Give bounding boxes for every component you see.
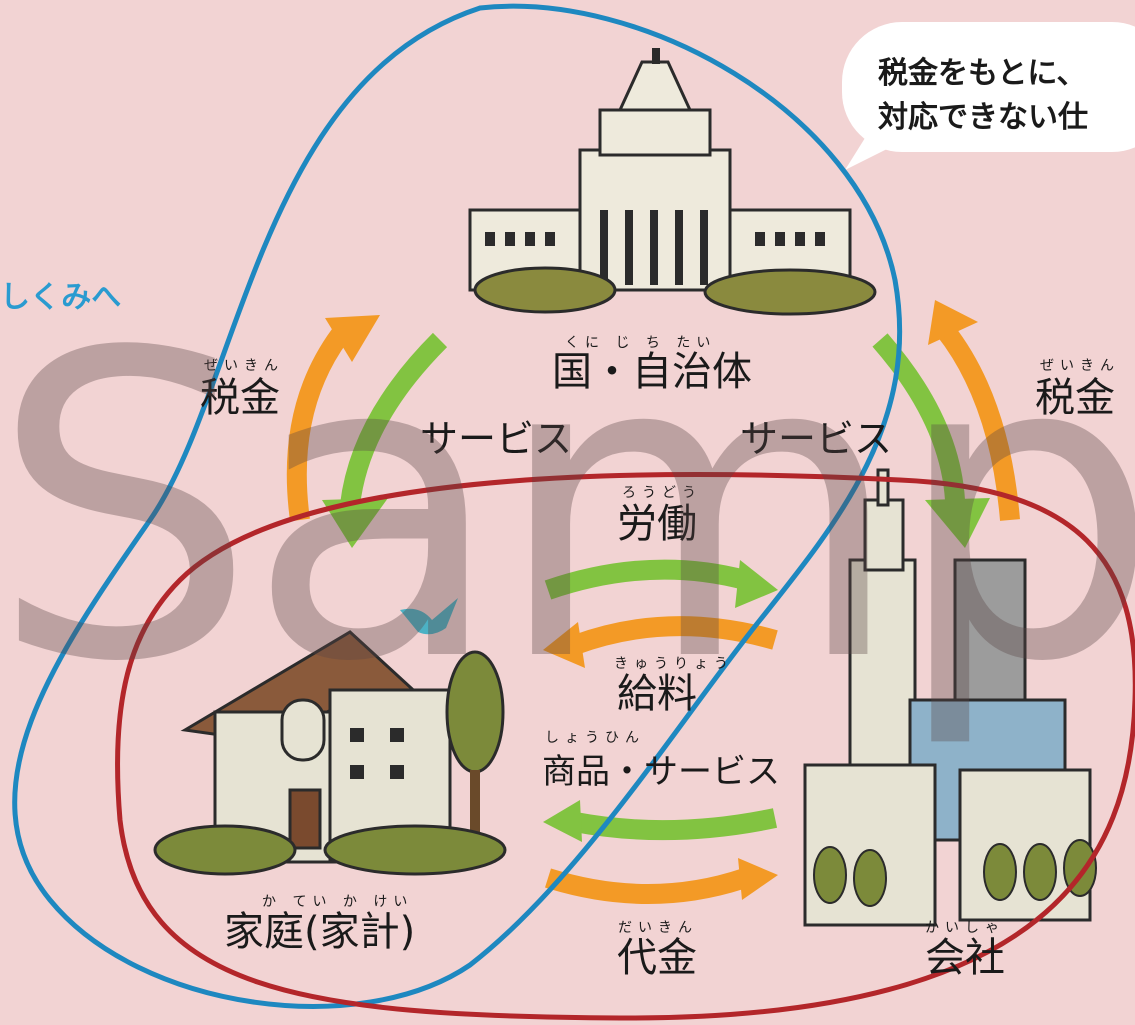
government-label: 国・自治体	[552, 349, 752, 395]
tax-left-ruby: ぜいきん	[204, 358, 284, 374]
arrow-service-left	[322, 332, 448, 548]
arrow-labor	[544, 559, 778, 608]
tax-right-ruby: ぜいきん	[1040, 358, 1120, 374]
tax-right-label: 税金	[1035, 375, 1115, 421]
goods-label: 商品・サービス	[542, 752, 780, 792]
speech-bubble	[842, 22, 1135, 152]
government-household-outline	[12, 3, 903, 1009]
government-building-illustration	[468, 48, 877, 316]
government-ruby: くに じ ち たい	[565, 335, 717, 351]
labor-ruby: ろうどう	[622, 485, 702, 501]
speech-bubble-line-2: 対応できない仕	[878, 100, 1088, 135]
household-label: 家庭(家計)	[224, 909, 416, 955]
arrow-payment	[545, 858, 778, 904]
household-ruby: か てい か けい	[262, 894, 414, 910]
company-ruby: かいしゃ	[925, 920, 1005, 936]
salary-label: 給料	[617, 671, 697, 717]
company-buildings-illustration	[803, 468, 1097, 927]
arrow-service-right	[872, 333, 990, 548]
left-note-text: しくみへ	[0, 280, 122, 315]
tax-left-label: 税金	[200, 375, 280, 421]
speech-bubble-line-1: 税金をもとに、	[878, 56, 1087, 91]
company-label: 会社	[925, 935, 1005, 981]
house-illustration	[153, 630, 507, 876]
household-company-outline	[115, 471, 1135, 1021]
bird-icon	[400, 598, 458, 635]
service-left-label: サービス	[420, 417, 573, 461]
payment-label: 代金	[617, 935, 697, 981]
goods-ruby: しょうひん	[545, 730, 645, 746]
salary-ruby: きゅうりょう	[614, 656, 734, 672]
labor-label: 労働	[617, 501, 697, 547]
arrow-goods	[543, 800, 778, 842]
arrow-tax-right	[928, 300, 1020, 521]
arrow-tax-left	[286, 315, 380, 522]
service-right-label: サービス	[740, 417, 893, 461]
payment-ruby: だいきん	[618, 920, 698, 936]
